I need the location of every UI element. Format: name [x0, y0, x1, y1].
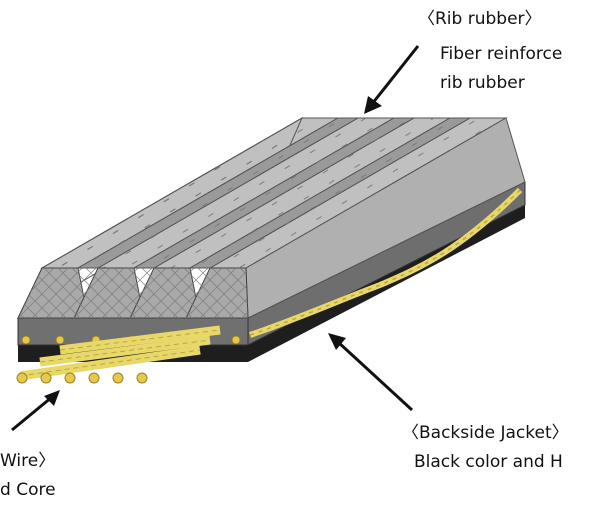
wire-arrow-line	[11, 395, 53, 432]
rib-arrow-line	[370, 45, 420, 105]
backside-jacket-line1: Black color and H	[414, 452, 563, 472]
wire-arrow-head	[44, 390, 60, 406]
wire-line1: d Core	[0, 480, 56, 500]
rib-front-hatch	[18, 268, 248, 318]
rib-rubber-line1: Fiber reinforce	[440, 44, 563, 64]
rib-arrow-head	[364, 96, 382, 114]
rib-dash-overlay	[42, 118, 506, 268]
rib-rubber-line2: rib rubber	[440, 73, 525, 93]
backside-jacket-title: 〈Backside Jacket〉	[402, 423, 569, 443]
wire-title: Wire〉	[0, 451, 56, 471]
arrows	[11, 45, 420, 432]
back-arrow-line	[336, 340, 414, 412]
rib-group	[16, 116, 526, 320]
rib-rubber-title: 〈Rib rubber〉	[418, 9, 542, 29]
wire-cord-bundle	[16, 325, 221, 384]
back-arrow-head	[328, 333, 346, 350]
